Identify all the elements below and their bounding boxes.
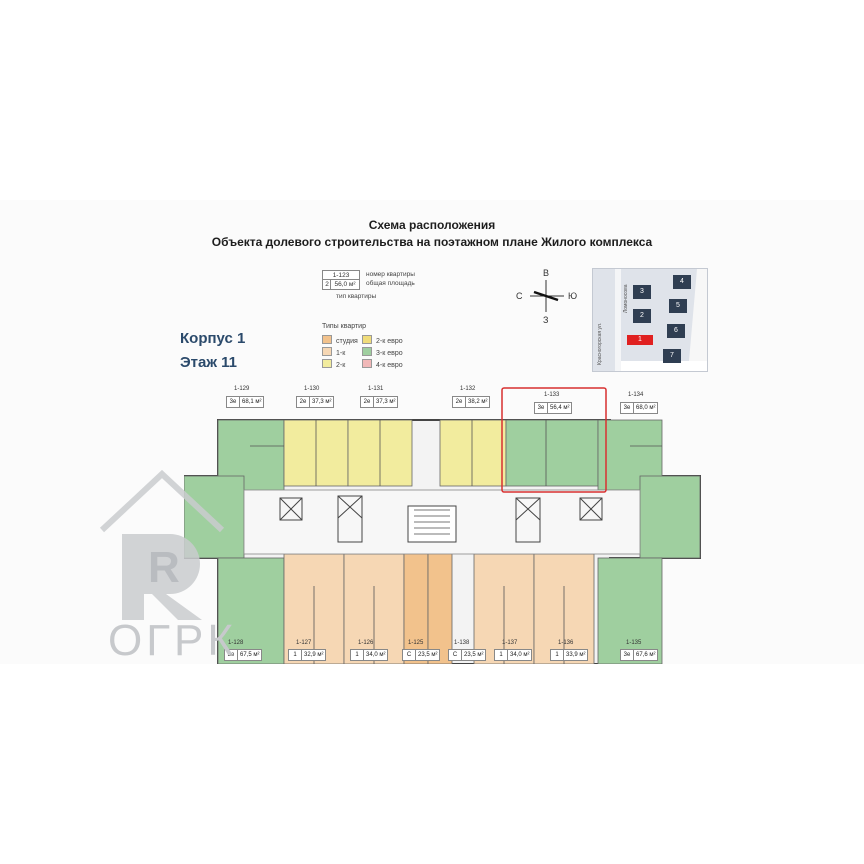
page-subtitle: Объекта долевого строительства на поэтаж…	[211, 235, 653, 249]
site-building-7: 7	[663, 349, 681, 363]
type-swatch	[362, 359, 372, 368]
type-item: студия	[322, 335, 358, 345]
type-swatch	[322, 359, 332, 368]
watermark-text: ОГРК	[108, 616, 238, 665]
site-building-6: 6	[667, 324, 685, 338]
apt-number: 1-131	[368, 386, 384, 392]
compass-east: Ю	[568, 291, 578, 301]
type-item: 2-к евро	[362, 335, 403, 345]
site-roads-icon	[615, 269, 707, 371]
compass-north: В	[543, 268, 550, 278]
site-plan: Красногорская ул. Ломоносова 3 2 4 5 6 1…	[592, 268, 708, 372]
compass: В З С Ю	[512, 268, 582, 326]
type-swatch	[322, 335, 332, 344]
legend-sample-area: 56,0 м²	[330, 279, 360, 290]
page-title: Схема расположения	[368, 218, 496, 232]
svg-text:R: R	[148, 543, 180, 592]
site-building-1-highlight: 1	[627, 335, 653, 345]
compass-west: С	[516, 291, 523, 301]
site-street-label: Красногорская ул.	[597, 322, 603, 365]
bottom-blank-band	[0, 664, 864, 864]
type-swatch	[362, 347, 372, 356]
compass-icon	[530, 280, 564, 312]
site-building-5: 5	[669, 299, 687, 313]
type-item: 3-к евро	[362, 347, 403, 357]
type-item: 4-к евро	[362, 359, 403, 369]
site-building-4: 4	[673, 275, 691, 289]
legend-sample-number-label: номер квартиры	[366, 271, 415, 278]
apt-number: 1-137	[502, 640, 518, 646]
type-swatch	[322, 347, 332, 356]
type-item: 2-к	[322, 359, 345, 369]
floor-plan-sheet: Схема расположения Объекта долевого стро…	[0, 200, 864, 664]
apt-number: 1-127	[296, 640, 312, 646]
apt-number: 1-125	[408, 640, 424, 646]
apt-number-selected: 1-133	[544, 392, 560, 398]
floor-plan-drawing	[184, 387, 701, 664]
site-street-label-2: Ломоносова	[623, 284, 629, 313]
type-swatch	[362, 335, 372, 344]
apt-number: 1-132	[460, 386, 476, 392]
apt-number: 1-128	[228, 640, 244, 646]
top-blank-band	[0, 0, 864, 200]
apt-number: 1-134	[628, 392, 644, 398]
apt-number: 1-135	[626, 640, 642, 646]
legend-sample-area-label: общая площадь	[366, 280, 415, 287]
legend-sample-type-label: тип квартиры	[336, 293, 377, 300]
type-item: 1-к	[322, 347, 345, 357]
apt-number: 1-136	[558, 640, 574, 646]
site-building-3: 3	[633, 285, 651, 299]
apt-number: 1-138	[454, 640, 470, 646]
apt-number: 1-129	[234, 386, 250, 392]
building-floor: Этаж 11	[180, 354, 238, 371]
site-building-2: 2	[633, 309, 651, 323]
apt-number: 1-130	[304, 386, 320, 392]
compass-south: З	[543, 315, 549, 325]
watermark-logo-icon: R	[99, 470, 225, 620]
apt-number: 1-126	[358, 640, 374, 646]
building-corpus: Корпус 1	[180, 330, 246, 347]
types-title: Типы квартир	[322, 323, 366, 330]
